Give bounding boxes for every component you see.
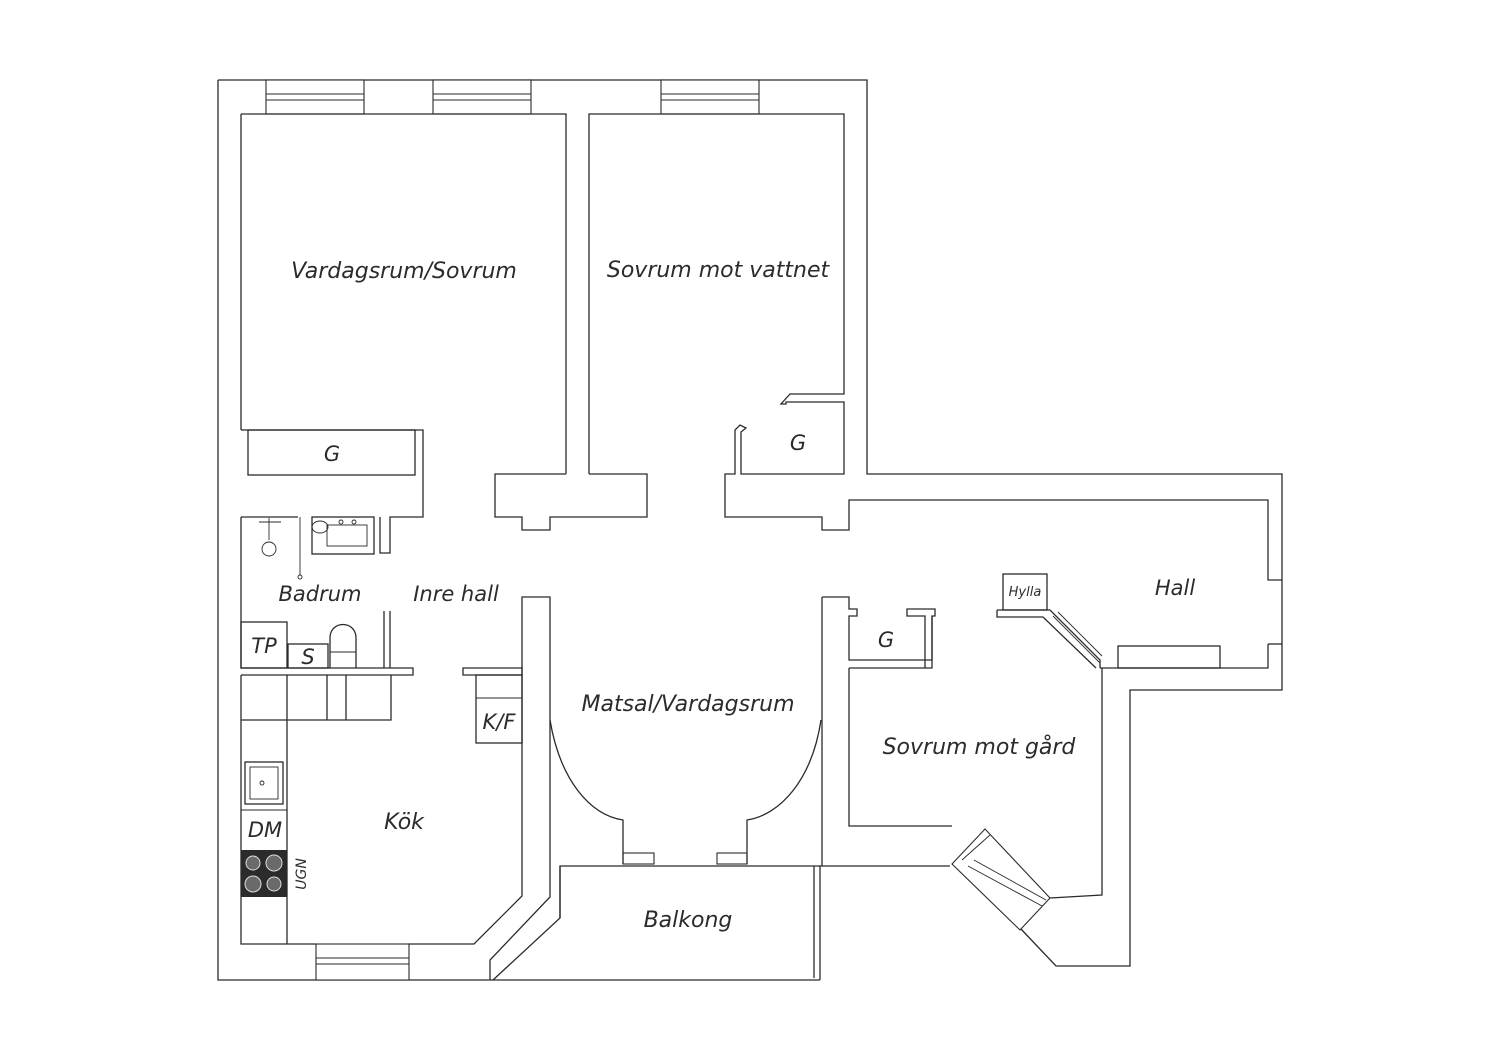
dm-label: DM xyxy=(248,818,282,842)
hylla-label: Hylla xyxy=(1009,585,1042,600)
outer-walls xyxy=(217,79,1283,981)
room-label-matsal-vardagsrum: Matsal/Vardagsrum xyxy=(581,692,794,717)
room-label-sovrum-mot-vattnet: Sovrum mot vattnet xyxy=(607,258,831,283)
garderob-label-1: G xyxy=(324,442,340,466)
room-label-vardagsrum-sovrum: Vardagsrum/Sovrum xyxy=(291,259,517,284)
s-label: S xyxy=(301,645,314,669)
room-label-balkong: Balkong xyxy=(644,908,733,933)
garderob-label-2: G xyxy=(790,431,806,455)
tp-label: TP xyxy=(251,634,277,658)
room-label-kok: Kök xyxy=(384,810,425,835)
garderob-label-3: G xyxy=(878,628,894,652)
bathroom-fixtures xyxy=(240,516,375,669)
ugn-label: UGN xyxy=(294,858,310,890)
room-label-badrum: Badrum xyxy=(278,582,361,606)
room-label-sovrum-mot-gard: Sovrum mot gård xyxy=(883,734,1077,760)
room-label-inre-hall: Inre hall xyxy=(413,582,499,606)
inner-walls xyxy=(240,113,1282,981)
kf-label: K/F xyxy=(483,710,517,734)
windows xyxy=(265,79,1051,981)
room-label-hall: Hall xyxy=(1155,576,1195,600)
kitchen-fixtures xyxy=(241,761,287,897)
